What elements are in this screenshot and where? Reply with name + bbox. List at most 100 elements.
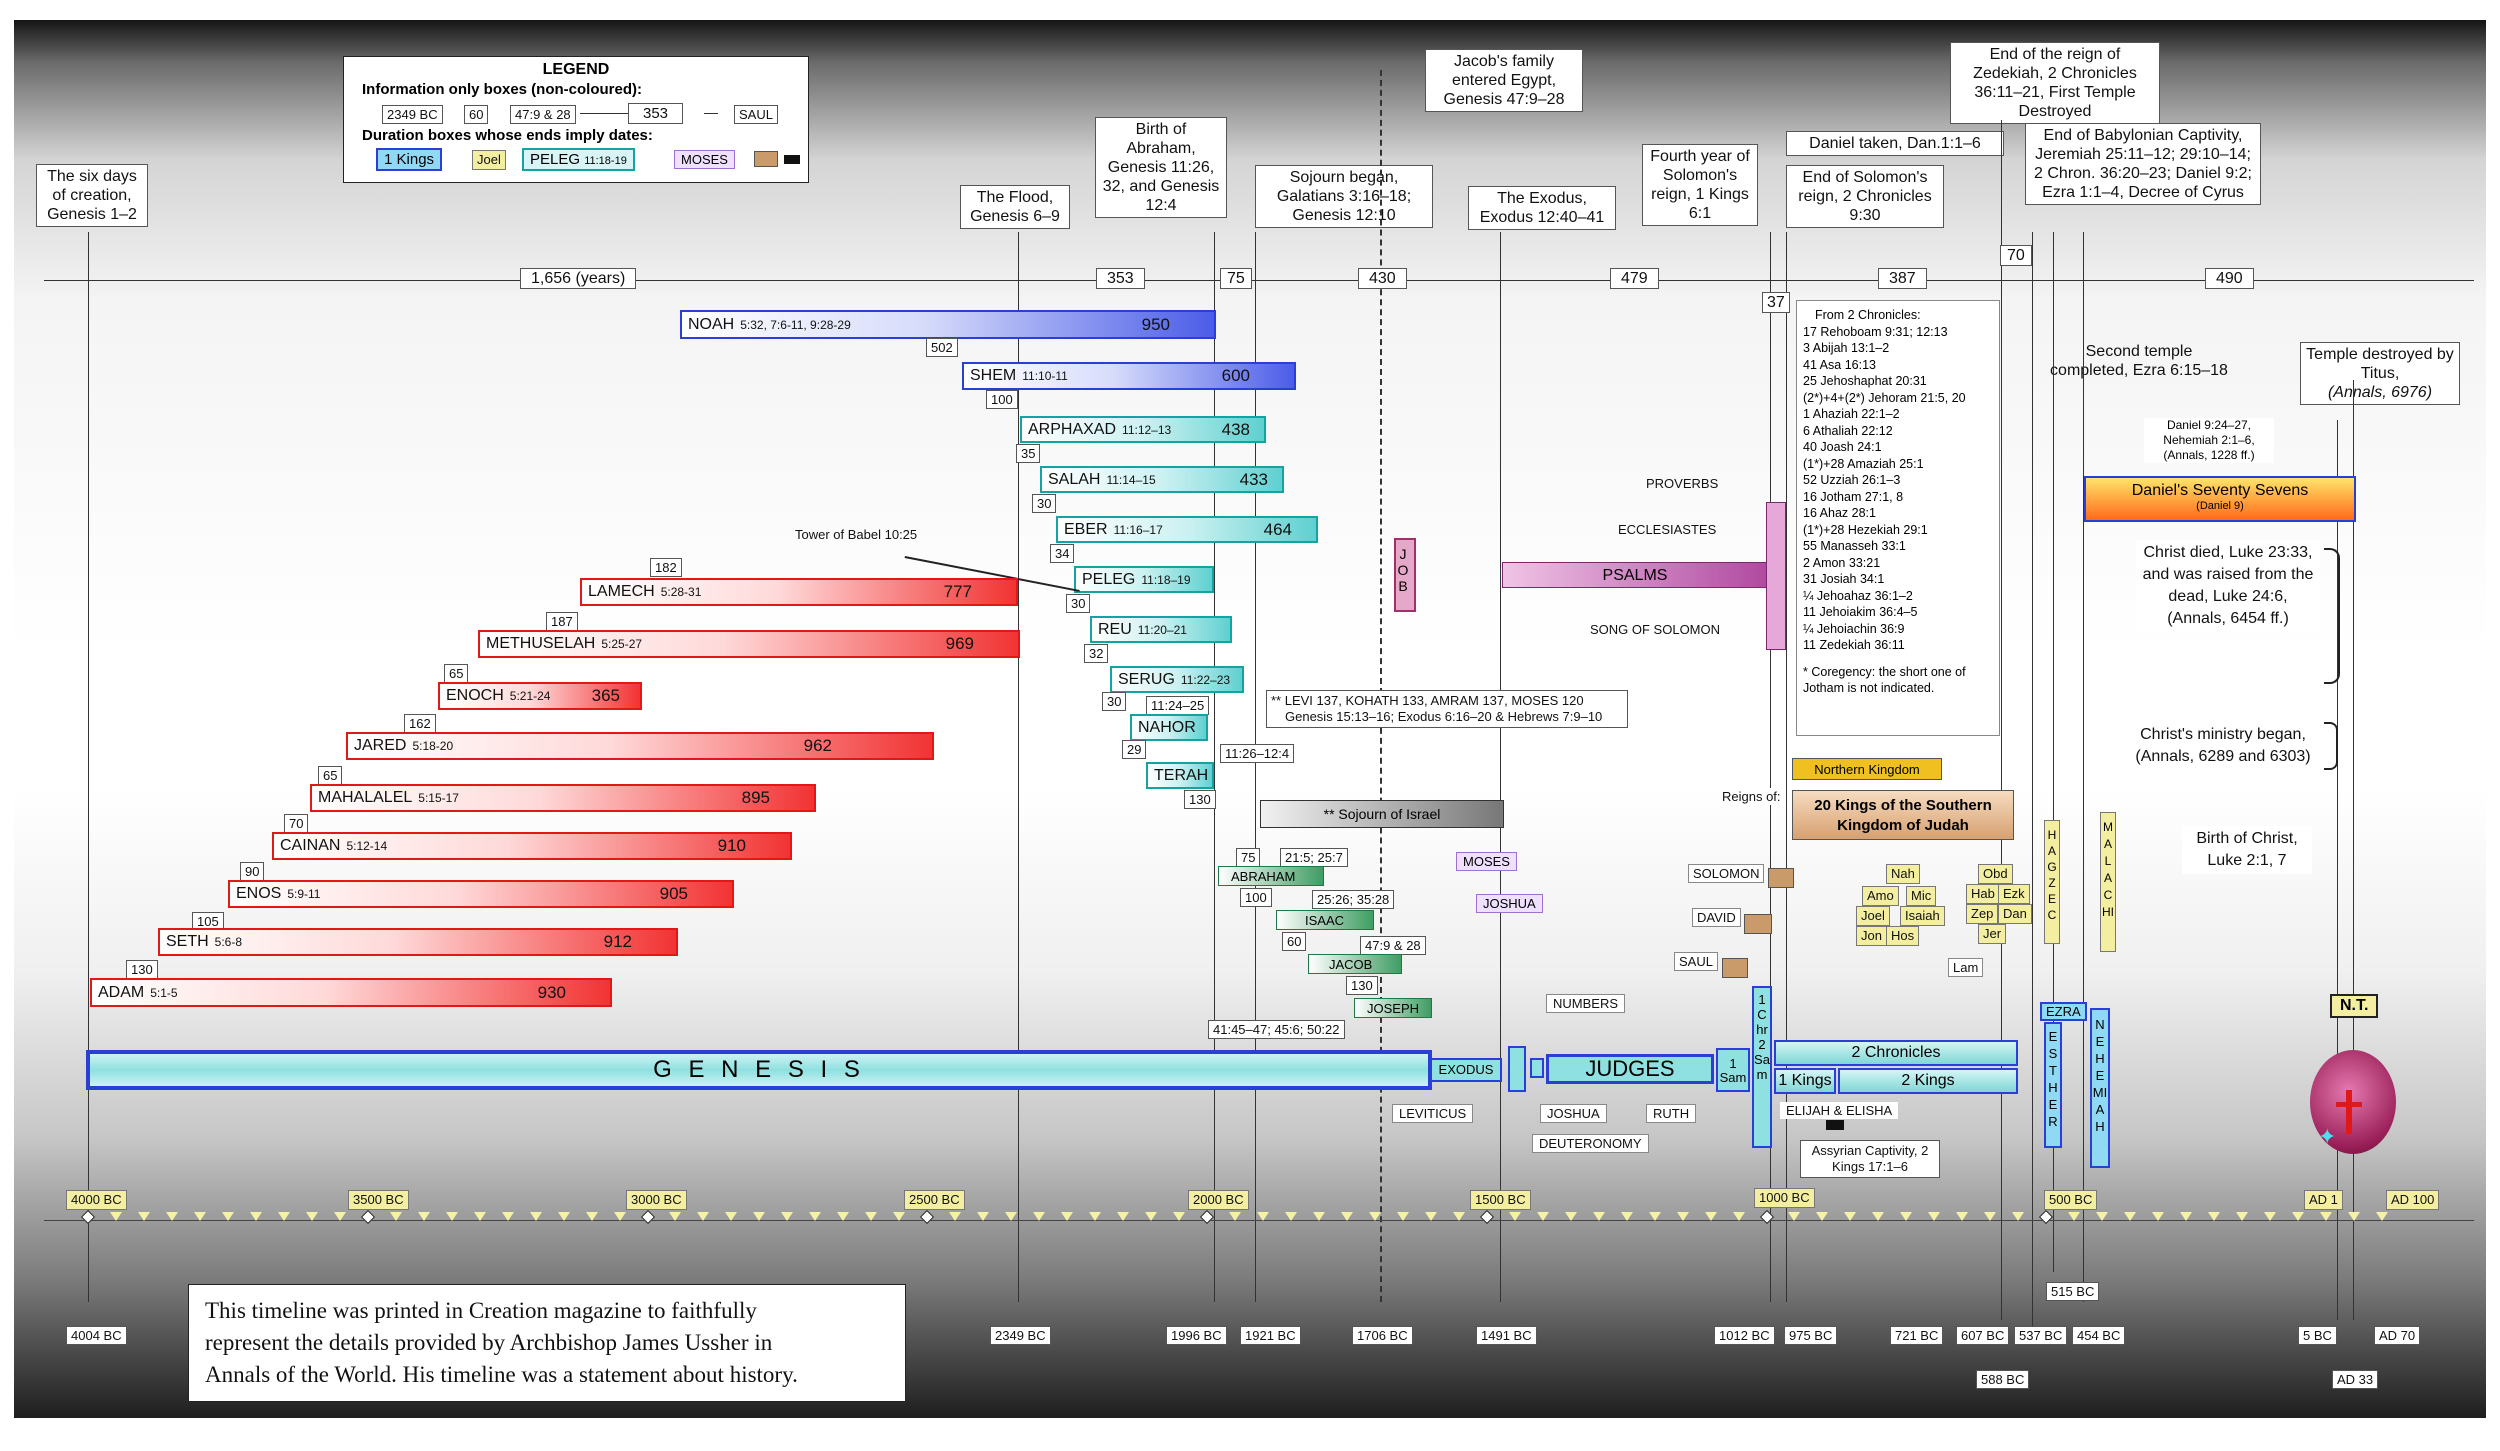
- span-353: 353: [1096, 268, 1145, 289]
- note-sojourn: Sojourn began, Galatians 3:16–18; Genesi…: [1255, 165, 1433, 228]
- axis-minor-tick: [1984, 1212, 1997, 1221]
- elijah-bar: [1826, 1120, 1844, 1130]
- bar-adam-years: 930: [537, 982, 566, 1002]
- legend-arrow: [580, 113, 630, 114]
- bar-methuselah-years: 969: [945, 634, 974, 653]
- axis-minor-tick: [1368, 1212, 1381, 1221]
- david-label: DAVID: [1692, 908, 1741, 927]
- sevens-bar: Daniel's Seventy Sevens (Daniel 9): [2084, 476, 2356, 522]
- axis-minor-tick: [109, 1212, 122, 1221]
- gap-35: 35: [1016, 444, 1041, 463]
- caption-line2: represent the details provided by Archbi…: [205, 1330, 773, 1355]
- prophet-joel: Joel: [1856, 906, 1890, 926]
- legend-dur-title: Duration boxes whose ends imply dates:: [362, 127, 653, 144]
- psalms-bar: PSALMS: [1502, 562, 1768, 588]
- axis-minor-tick: [1033, 1212, 1046, 1221]
- christ-died-brace: [2324, 548, 2340, 684]
- axis-minor-tick: [669, 1212, 682, 1221]
- eccl-label: ECCLESIASTES: [1618, 522, 1717, 537]
- gap-130-joseph: 130: [1346, 976, 1378, 995]
- gap-34: 34: [1050, 544, 1075, 563]
- bar-jared-years: 962: [803, 736, 832, 755]
- prophet-amo: Amo: [1862, 886, 1899, 906]
- axis-minor-tick: [613, 1212, 626, 1221]
- axis-minor-tick: [1228, 1212, 1241, 1221]
- ezra-label: EZRA: [2040, 1002, 2087, 1021]
- axis-4000: 4000 BC: [66, 1190, 127, 1210]
- axis-minor-tick: [725, 1212, 738, 1221]
- prophet-zep: Zep: [1966, 904, 1999, 924]
- legend-num: 60: [464, 105, 489, 124]
- span-430: 430: [1358, 268, 1407, 289]
- axis-minor-tick: [501, 1212, 514, 1221]
- caption-line3: Annals of the World. His timeline was a …: [205, 1362, 798, 1387]
- levi-note: ** LEVI 137, KOHATH 133, AMRAM 137, MOSE…: [1266, 690, 1628, 728]
- era-line-egypt: [1380, 70, 1382, 1302]
- date-4004: 4004 BC: [66, 1326, 127, 1345]
- legend-black-swatch: [784, 155, 800, 164]
- axis-minor-tick: [1564, 1212, 1577, 1221]
- kings-list-note: * Coregency: the short one of Jotham is …: [1803, 664, 1966, 696]
- axis-minor-tick: [2208, 1212, 2221, 1221]
- date-515: 515 BC: [2046, 1282, 2100, 1301]
- gap-65b: 65: [318, 766, 343, 785]
- sevens-title: Daniel's Seventy Sevens: [2131, 482, 2309, 499]
- era-line-decree: [2083, 232, 2084, 1302]
- axis-minor-tick: [1005, 1212, 1018, 1221]
- bar-seth-years: 912: [603, 932, 632, 951]
- bar-noah-years: 950: [1141, 314, 1170, 334]
- bar-terah-name: TERAH: [1154, 766, 1209, 784]
- legend-kings: 1 Kings: [376, 148, 443, 171]
- axis-minor-tick: [753, 1212, 766, 1221]
- note-titus-line1: Temple destroyed by Titus,: [2306, 346, 2454, 382]
- legend-peleg-ref: 11:18-19: [584, 155, 627, 167]
- note-solomon4: Fourth year of Solomon's reign, 1 Kings …: [1642, 144, 1758, 226]
- date-1012: 1012 BC: [1714, 1326, 1775, 1345]
- note-exodus: The Exodus, Exodus 12:40–41: [1468, 186, 1616, 230]
- kings-list-item: 16 Ahaz 28:1: [1803, 506, 1876, 520]
- song-label: SONG OF SOLOMON: [1590, 622, 1721, 637]
- moses-bar: MOSES: [1456, 852, 1517, 871]
- chron2-bar: 2 Chronicles: [1774, 1040, 2018, 1066]
- axis-minor-tick: [1928, 1212, 1941, 1221]
- note-zedekiah: End of the reign of Zedekiah, 2 Chronicl…: [1950, 42, 2160, 124]
- axis-minor-tick: [2012, 1212, 2025, 1221]
- nehemiah-bar: NEHEMIAH: [2090, 1008, 2110, 1168]
- cross-icon-bar: [2336, 1102, 2362, 1107]
- prophet-obd: Obd: [1978, 864, 2013, 884]
- bar-terah: TERAH: [1146, 762, 1214, 789]
- bar-isaac: ISAAC: [1276, 910, 1374, 930]
- legend-brown-swatch: [754, 151, 778, 167]
- ruth-label: RUTH: [1646, 1104, 1697, 1123]
- axis-minor-tick: [2180, 1212, 2193, 1221]
- bar-cainan-years: 910: [717, 836, 746, 855]
- sevens-ref-text: Daniel 9:24–27, Nehemiah 2:1–6, (Annals,…: [2163, 418, 2255, 462]
- prophet-ezk: Ezk: [1998, 884, 2030, 904]
- sevens-sub: (Daniel 9): [2196, 500, 2244, 512]
- ministry-brace: [2324, 722, 2338, 770]
- date-1921: 1921 BC: [1240, 1326, 1301, 1345]
- deut-block: [1530, 1058, 1544, 1078]
- axis-minor-tick: [1145, 1212, 1158, 1221]
- kings2-bar: 2 Kings: [1838, 1068, 2018, 1094]
- kings-list-item: (2*)+4+(2*) Jehoram 21:5, 20: [1803, 390, 1966, 405]
- span-1656: 1,656 (years): [520, 268, 637, 289]
- era-line-creation: [88, 232, 89, 1302]
- axis-minor-tick: [557, 1212, 570, 1221]
- note-second-temple: Second temple completed, Ezra 6:15–18: [2050, 343, 2228, 379]
- bar-salah-years: 433: [1239, 469, 1268, 489]
- date-1491: 1491 BC: [1476, 1326, 1537, 1345]
- axis-minor-tick: [165, 1212, 178, 1221]
- prophet-jon: Jon: [1856, 926, 1887, 946]
